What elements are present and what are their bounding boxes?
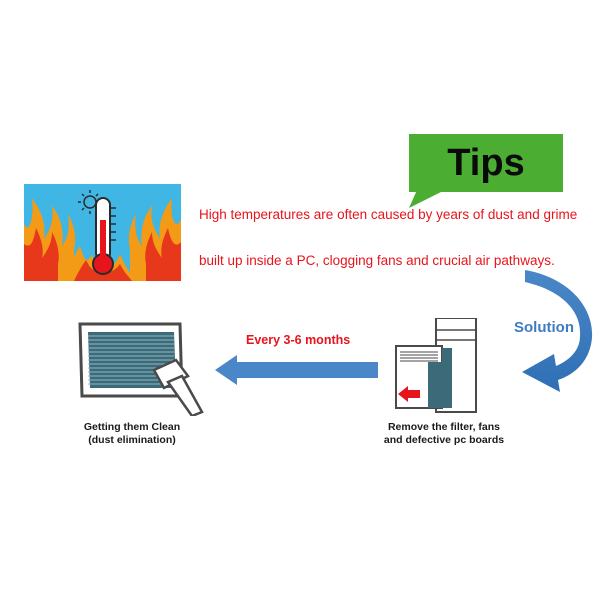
description-line-1: High temperatures are often caused by ye…	[199, 207, 578, 222]
thermometer-fire-icon	[24, 184, 181, 281]
description-line-2: built up inside a PC, clogging fans and …	[199, 253, 555, 268]
tips-bubble	[409, 134, 563, 192]
frequency-label: Every 3-6 months	[246, 333, 351, 347]
left-arrow-icon	[215, 355, 378, 385]
tips-bubble-tail	[409, 190, 445, 208]
tips-title: Tips	[447, 142, 525, 184]
solution-curved-arrow-icon	[522, 270, 593, 392]
step-remove-label: Remove the filter, fans and defective pc…	[364, 421, 524, 447]
step-remove-line-1: Remove the filter, fans	[387, 421, 501, 433]
vacuum-monitor-icon	[78, 322, 204, 416]
step-clean-line-2: (dust elimination)	[88, 434, 176, 446]
solution-label: Solution	[514, 319, 574, 336]
filter-unit-icon	[395, 318, 477, 413]
step-remove-line-2: and defective pc boards	[383, 434, 505, 446]
step-clean-label: Getting them Clean (dust elimination)	[52, 421, 212, 447]
step-clean-line-1: Getting them Clean	[83, 421, 181, 433]
